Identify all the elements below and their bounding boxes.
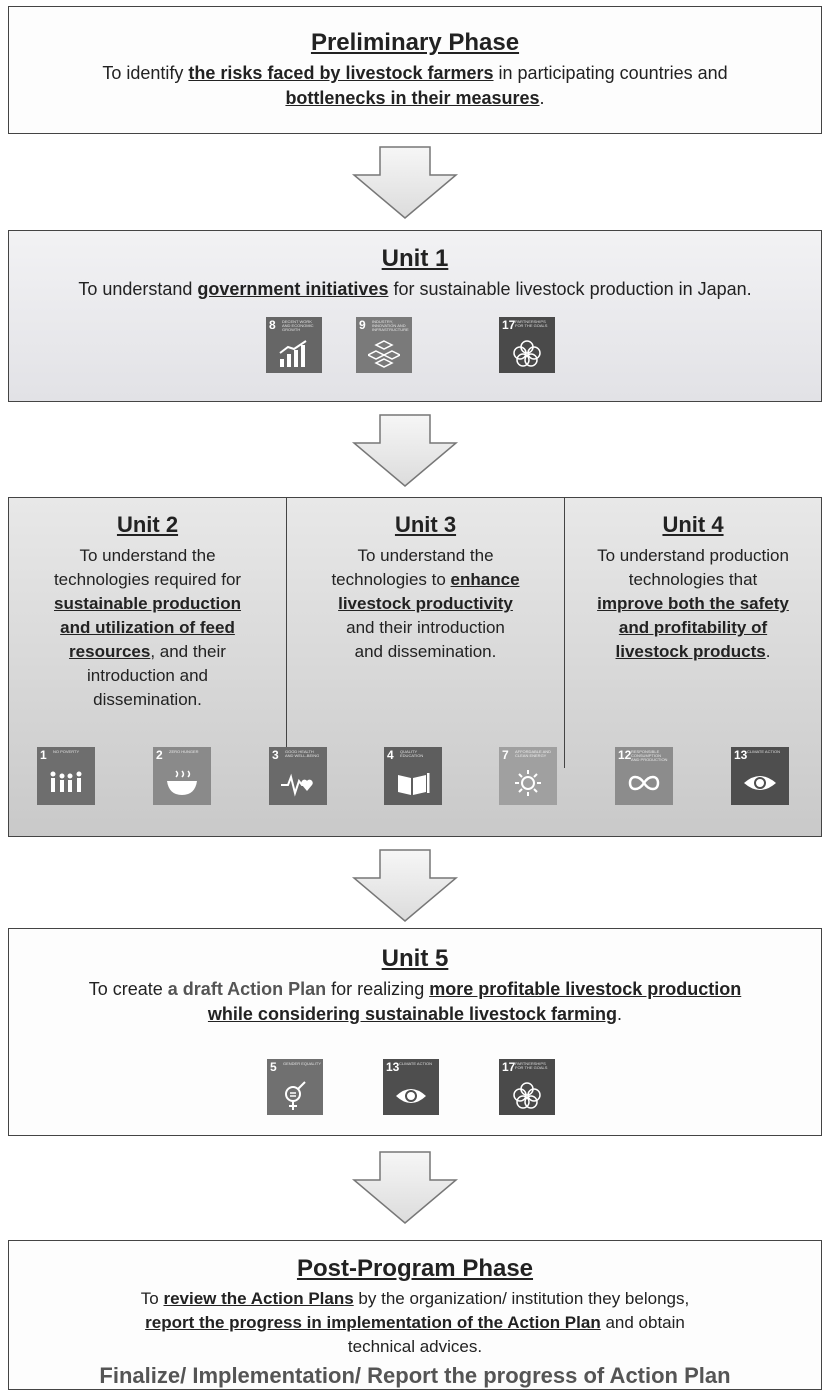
post-program-final-line: Finalize/ Implementation/ Report the pro… [99,1363,731,1388]
post-program-title: Post-Program Phase [296,1255,534,1282]
preliminary-phase-title: Preliminary Phase [310,29,520,56]
preliminary-phase-text: To identify the risks faced by livestock… [102,63,728,108]
unit5-text: To create a draft Action Plan for realiz… [88,979,742,1024]
unit2-title: Unit 2 [116,512,179,537]
unit4-text: To understand production technologies th… [597,546,789,661]
unit3-title: Unit 3 [394,512,457,537]
unit5-title: Unit 5 [381,945,449,972]
unit2-column: Unit 2 To understand the technologies re… [9,498,287,768]
flow-arrow-2 [351,414,459,487]
preliminary-phase-box: Preliminary Phase To identify the risks … [8,6,822,134]
post-program-text: To review the Action Plans by the organi… [140,1289,690,1356]
unit3-column: Unit 3 To understand the technologies to… [287,498,565,768]
flow-arrow-4 [351,1151,459,1224]
unit4-title: Unit 4 [662,512,724,537]
unit3-text: To understand the technologies to enhanc… [331,546,520,661]
flow-arrow-1 [351,146,459,219]
unit1-text: To understand government initiatives for… [78,279,752,299]
units-2-4-box: Unit 2 To understand the technologies re… [8,497,822,837]
unit2-text: To understand the technologies required … [53,546,242,709]
unit1-box: Unit 1 To understand government initiati… [8,230,822,402]
unit5-box: Unit 5 To create a draft Action Plan for… [8,928,822,1136]
unit1-title: Unit 1 [381,245,449,272]
flow-arrow-3 [351,849,459,922]
post-program-phase-box: Post-Program Phase To review the Action … [8,1240,822,1390]
unit4-column: Unit 4 To understand production technolo… [565,498,821,768]
